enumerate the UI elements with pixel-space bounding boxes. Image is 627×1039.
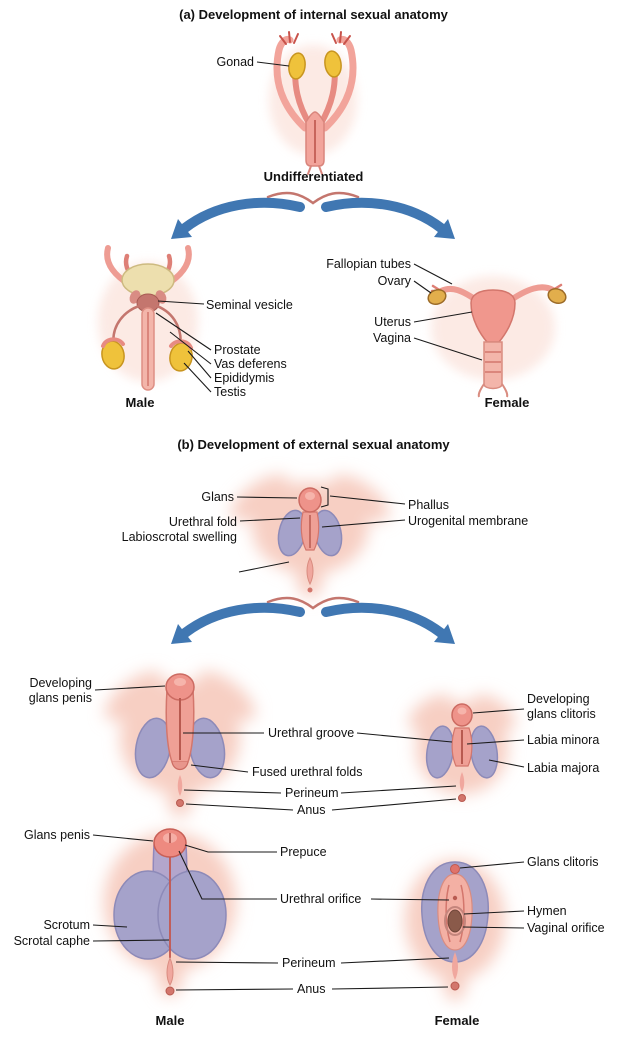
branch-arrow-right-a bbox=[321, 197, 455, 239]
label-glans-clitoris: Glans clitoris bbox=[527, 855, 599, 869]
label-perineum-mid: Perineum bbox=[285, 786, 339, 800]
undifferentiated-external-illustration bbox=[277, 487, 343, 593]
label-urethral-orifice: Urethral orifice bbox=[280, 892, 362, 906]
label-vas-deferens: Vas deferens bbox=[214, 357, 287, 371]
label-urethral-fold: Urethral fold bbox=[168, 515, 237, 529]
label-prostate: Prostate bbox=[214, 343, 261, 357]
section-a-title: (a) Development of internal sexual anato… bbox=[179, 7, 448, 22]
label-labia-minora: Labia minora bbox=[527, 733, 600, 747]
label-labioscrotal-swelling: Labioscrotal swelling bbox=[121, 530, 237, 544]
label-developing-glans-clitoris: Developing glans clitoris bbox=[527, 692, 596, 721]
female-internal-illustration bbox=[427, 283, 567, 398]
branch-arrow-right-b bbox=[321, 602, 455, 644]
label-glans-penis: Glans penis bbox=[23, 828, 90, 842]
label-fallopian-tubes: Fallopian tubes bbox=[326, 257, 411, 271]
label-perineum-bottom: Perineum bbox=[282, 956, 336, 970]
branch-brace-a bbox=[266, 191, 360, 205]
label-prepuce: Prepuce bbox=[280, 845, 327, 859]
label-male-internal: Male bbox=[125, 395, 155, 410]
female-external-illustration bbox=[421, 861, 489, 991]
male-external-illustration bbox=[113, 828, 227, 996]
label-scrotal-raphe: Scrotal caphe bbox=[13, 934, 90, 948]
undifferentiated-internal-illustration bbox=[273, 31, 357, 175]
label-anus-bottom: Anus bbox=[297, 982, 326, 996]
label-female-external: Female bbox=[434, 1013, 480, 1028]
label-urethral-groove: Urethral groove bbox=[268, 726, 355, 740]
label-vagina: Vagina bbox=[373, 331, 411, 345]
branch-brace-b bbox=[266, 596, 360, 610]
label-hymen: Hymen bbox=[527, 904, 567, 918]
label-vaginal-orifice: Vaginal orifice bbox=[527, 921, 605, 935]
label-female-internal: Female bbox=[484, 395, 530, 410]
label-fused-urethral-folds: Fused urethral folds bbox=[252, 765, 363, 779]
branch-arrow-left-a bbox=[171, 197, 305, 239]
male-internal-illustration bbox=[101, 245, 193, 391]
label-anus-mid: Anus bbox=[297, 803, 326, 817]
label-phallus: Phallus bbox=[408, 498, 449, 512]
branch-arrow-left-b bbox=[171, 602, 305, 644]
label-glans: Glans bbox=[201, 490, 234, 504]
leader-lines bbox=[92, 61, 525, 991]
label-undifferentiated: Undifferentiated bbox=[263, 169, 364, 184]
label-urogenital-membrane: Urogenital membrane bbox=[408, 514, 529, 528]
label-seminal-vesicle: Seminal vesicle bbox=[206, 298, 293, 312]
label-ovary: Ovary bbox=[377, 274, 411, 288]
label-testis: Testis bbox=[214, 385, 246, 399]
label-labia-majora: Labia majora bbox=[527, 761, 600, 775]
label-gonad: Gonad bbox=[216, 55, 254, 69]
section-b-title: (b) Development of external sexual anato… bbox=[177, 437, 450, 452]
developing-female-external-illustration bbox=[425, 703, 499, 802]
label-scrotum: Scrotum bbox=[43, 918, 90, 932]
label-uterus: Uterus bbox=[374, 315, 411, 329]
label-epididymis: Epididymis bbox=[214, 371, 275, 385]
label-male-external: Male bbox=[155, 1013, 185, 1028]
label-developing-glans-penis: Developing glans penis bbox=[28, 676, 92, 705]
